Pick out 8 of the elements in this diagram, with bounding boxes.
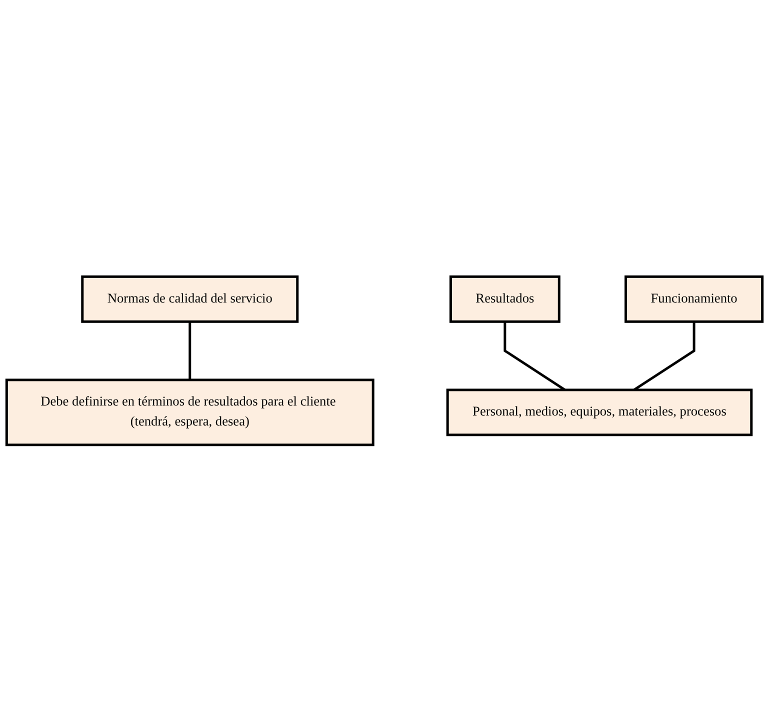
node-box: Personal, medios, equipos, materiales, procesos	[446, 388, 753, 436]
connector	[633, 321, 696, 391]
node-box: Resultados	[449, 275, 560, 323]
node-box: Normas de calidad del servicio	[81, 275, 299, 323]
connector	[504, 321, 566, 391]
node-box: Funcionamiento	[624, 275, 764, 323]
node-box: Debe definirse en términos de resultados para el cliente (tendrá, espera, desea)	[5, 378, 374, 446]
connector	[188, 321, 192, 380]
